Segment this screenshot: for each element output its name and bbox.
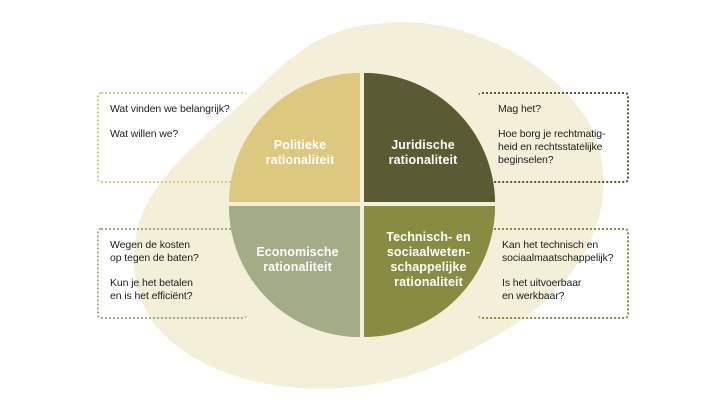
label-juridisch: Juridische rationaliteit (388, 138, 458, 167)
question: Mag het? (498, 103, 541, 115)
quadrant-juridisch-fill (364, 73, 495, 202)
quadrant-economisch-fill (229, 206, 360, 337)
question-box-politiek (97, 92, 247, 183)
question: Wat willen we? (110, 128, 179, 140)
background-blob (133, 22, 604, 389)
question: Kun je het betalen en is het efficiënt? (110, 277, 193, 302)
questions-technisch: Kan het technisch en sociaalmaatschappel… (502, 239, 632, 315)
question: Kan het technisch en sociaalmaatschappel… (502, 239, 614, 264)
quadrant-technisch-fill (364, 206, 495, 337)
label-economisch: Economische rationaliteit (256, 245, 339, 274)
question-box-juridisch (478, 92, 629, 183)
question: Hoe borg je rechtmatig- heid en rechtsst… (498, 128, 606, 166)
label-technisch: Technisch- en sociaalweten- schappelijke… (386, 230, 471, 289)
question: Is het uitvoerbaar en werkbaar? (502, 277, 582, 302)
quadrant-politiek-fill (229, 73, 360, 202)
questions-juridisch: Mag het? Hoe borg je rechtmatig- heid en… (498, 103, 628, 179)
question-box-economisch (97, 228, 247, 319)
question-box-technisch (478, 228, 629, 319)
question: Wat vinden we belangrijk? (110, 103, 230, 115)
questions-economisch: Wegen de kosten op tegen de baten? Kun j… (110, 239, 240, 315)
questions-politiek: Wat vinden we belangrijk? Wat willen we? (110, 103, 260, 153)
label-politiek: Politieke rationaliteit (265, 138, 335, 167)
question: Wegen de kosten op tegen de baten? (110, 239, 199, 264)
